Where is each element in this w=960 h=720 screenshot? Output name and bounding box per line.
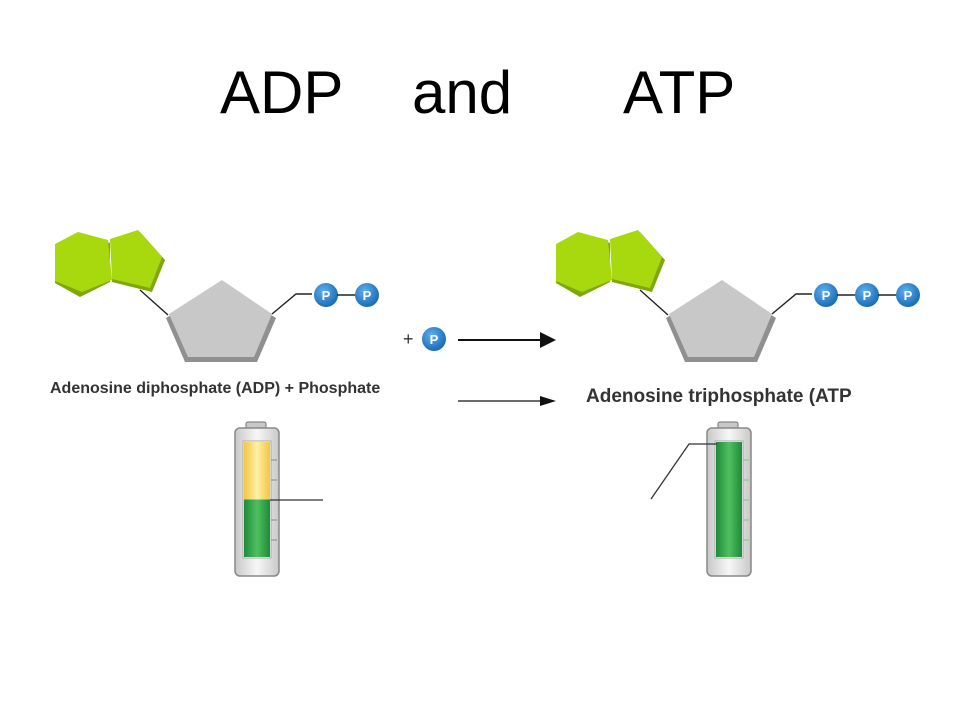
adp-phosphate-group [314, 283, 338, 307]
adp-adenine-base [55, 230, 165, 297]
title-and: and [412, 59, 513, 126]
atp-battery-charge-level [716, 442, 742, 557]
adp-phosphate-letter: P [322, 288, 331, 303]
plus-sign: + [403, 329, 414, 349]
adp-battery [234, 421, 323, 577]
adp-base-bond [139, 289, 169, 316]
atp-phosphate-group [896, 283, 920, 307]
reaction-arrow-bottom [458, 396, 556, 406]
atp-label: Adenosine triphosphate (ATP [586, 386, 852, 407]
adp-battery-empty-level [244, 442, 270, 500]
adp-phosphate-bond [271, 293, 312, 315]
atp-adenine-base [556, 230, 665, 297]
adp-ribose [166, 280, 276, 362]
atp-phosphate-letter: P [863, 288, 872, 303]
atp-phosphate-letter: P [822, 288, 831, 303]
title-atp: ATP [623, 59, 736, 126]
page-title: ADP and ATP [0, 58, 960, 128]
adp-label: Adenosine diphosphate (ADP) + Phosphate [50, 380, 381, 397]
atp-phosphate-letter: P [904, 288, 913, 303]
atp-phosphate-group [814, 283, 838, 307]
atp-phosphate-group [855, 283, 879, 307]
free-phosphate-letter: P [430, 332, 439, 347]
adp-phosphate-group [355, 283, 379, 307]
free-phosphate: P [422, 327, 446, 351]
reaction-arrow-top [458, 332, 556, 348]
atp-base-bond [639, 289, 669, 316]
atp-ribose [666, 280, 776, 362]
adp-phosphate-letter: P [363, 288, 372, 303]
atp-battery [650, 421, 752, 577]
atp-phosphate-bond [771, 293, 812, 315]
title-adp: ADP [220, 59, 344, 126]
atp-battery-pointer [650, 443, 717, 500]
adp-battery-charge-level [244, 499, 270, 557]
